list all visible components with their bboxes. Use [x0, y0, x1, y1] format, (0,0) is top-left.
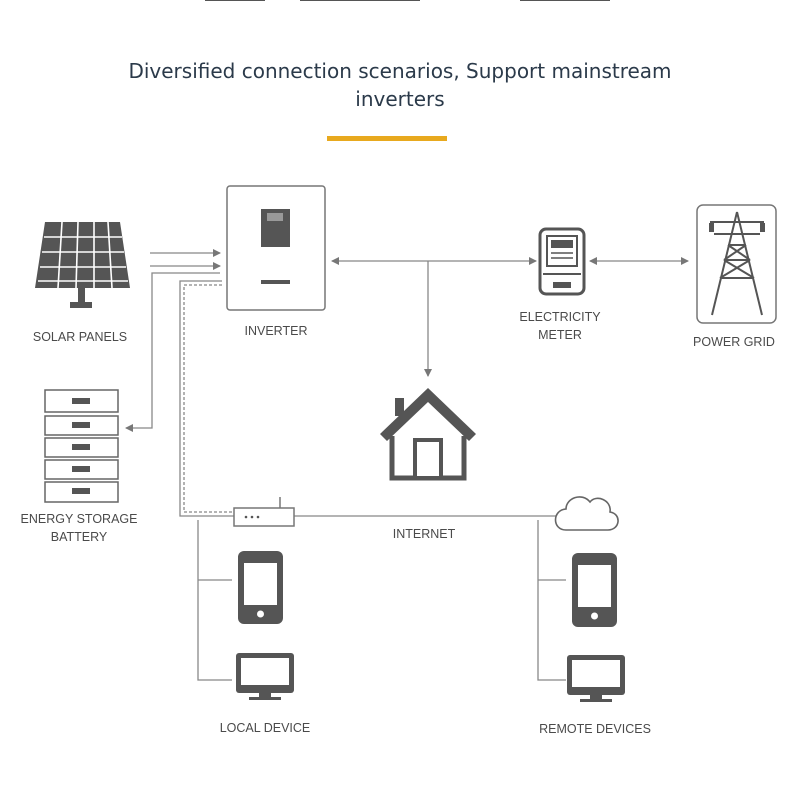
meter-label: ELECTRICITY METER: [519, 310, 601, 342]
inverter-to-battery-line: [125, 272, 220, 432]
power-grid-label: POWER GRID: [693, 335, 775, 349]
house-icon: [380, 388, 476, 481]
title-line-2: inverters: [355, 87, 445, 111]
remote-monitor-icon: [567, 655, 625, 702]
inverter-label: INVERTER: [244, 324, 308, 338]
title-line-1: Diversified connection scenarios, Suppor…: [128, 59, 672, 83]
inverter-to-router-dashed-line: [183, 284, 234, 513]
inverter-to-router-line: [179, 280, 234, 517]
battery-label: ENERGY STORAGE BATTERY: [20, 512, 138, 544]
inverter-icon: [226, 185, 326, 311]
solar-panels-label: SOLAR PANELS: [32, 330, 128, 344]
remote-phone-icon: [572, 553, 617, 627]
cropped-top-text: [205, 0, 610, 1]
local-tree-line: [197, 520, 232, 681]
connection-lines: [125, 249, 689, 681]
internet-label: INTERNET: [392, 527, 456, 541]
battery-icon: [44, 389, 119, 503]
router-icon: [233, 497, 295, 527]
remote-tree-line: [537, 520, 566, 681]
local-device-label: LOCAL DEVICE: [219, 721, 311, 735]
local-phone-icon: [238, 551, 283, 624]
local-monitor-icon: [236, 653, 294, 700]
title-accent-bar: [327, 136, 447, 141]
remote-devices-label: REMOTE DEVICES: [539, 722, 651, 736]
solar-panel-icon: [35, 221, 130, 308]
cloud-icon: [554, 496, 619, 531]
page-title: Diversified connection scenarios, Suppor…: [0, 57, 800, 113]
meter-icon: [538, 227, 586, 296]
power-tower-icon: [696, 204, 777, 324]
